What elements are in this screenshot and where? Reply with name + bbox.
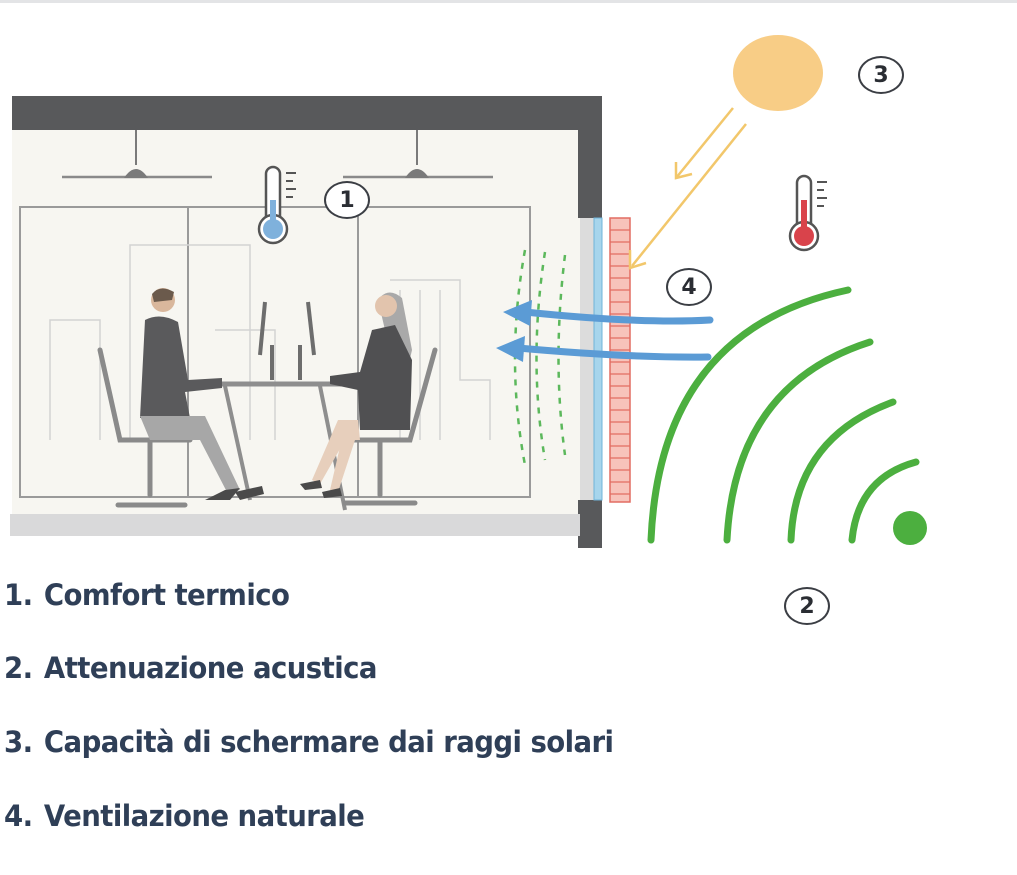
marker-4: 4 — [666, 268, 712, 306]
thermometer-icon — [257, 165, 296, 245]
legend-item-ventilation: 4. Ventilazione naturale — [4, 799, 365, 833]
person-icon — [300, 292, 412, 498]
sun-rays — [628, 107, 747, 270]
airflow-arrowhead — [503, 300, 532, 326]
legend-item-acoustic: 2. Attenuazione acustica — [4, 651, 377, 685]
legend-label: Ventilazione naturale — [43, 799, 365, 833]
ceiling-fan-icon — [62, 130, 212, 179]
marker-3: 3 — [858, 56, 904, 94]
building-section-diagram — [10, 35, 927, 548]
background-sketch — [49, 244, 491, 440]
chair-icon — [342, 347, 438, 506]
sound-waves — [647, 286, 920, 544]
wall-upper — [578, 96, 602, 218]
legend-item-comfort: 1. Comfort termico — [4, 578, 290, 612]
sound-source — [893, 511, 927, 545]
airflow-arrowhead — [496, 336, 525, 362]
legend-number: 1. — [4, 578, 33, 612]
legend-number: 3. — [4, 725, 33, 759]
glass-pane — [593, 217, 603, 501]
marker-1: 1 — [324, 181, 370, 219]
legend-number: 4. — [4, 799, 33, 833]
brick-facade — [609, 217, 631, 503]
marker-2: 2 — [784, 587, 830, 625]
legend-number: 2. — [4, 651, 33, 685]
top-border — [0, 0, 1017, 3]
indoor-sound-dashes — [513, 249, 567, 466]
roof-slab — [12, 96, 602, 130]
monitor-icon — [258, 301, 316, 380]
sun-icon — [733, 35, 823, 111]
legend-label: Capacità di schermare dai raggi solari — [43, 725, 614, 759]
legend-label: Comfort termico — [43, 578, 290, 612]
legend-item-solar: 3. Capacità di schermare dai raggi solari — [4, 725, 614, 759]
legend-label: Attenuazione acustica — [43, 651, 378, 685]
floor-slab — [10, 514, 580, 536]
airflow-arrows — [514, 308, 714, 361]
thermometer-icon — [788, 174, 827, 252]
person-icon — [140, 288, 264, 500]
ceiling-fan-icon — [343, 130, 493, 179]
window-frame — [580, 218, 594, 500]
room-interior — [12, 128, 580, 528]
wall-lower — [578, 500, 602, 548]
